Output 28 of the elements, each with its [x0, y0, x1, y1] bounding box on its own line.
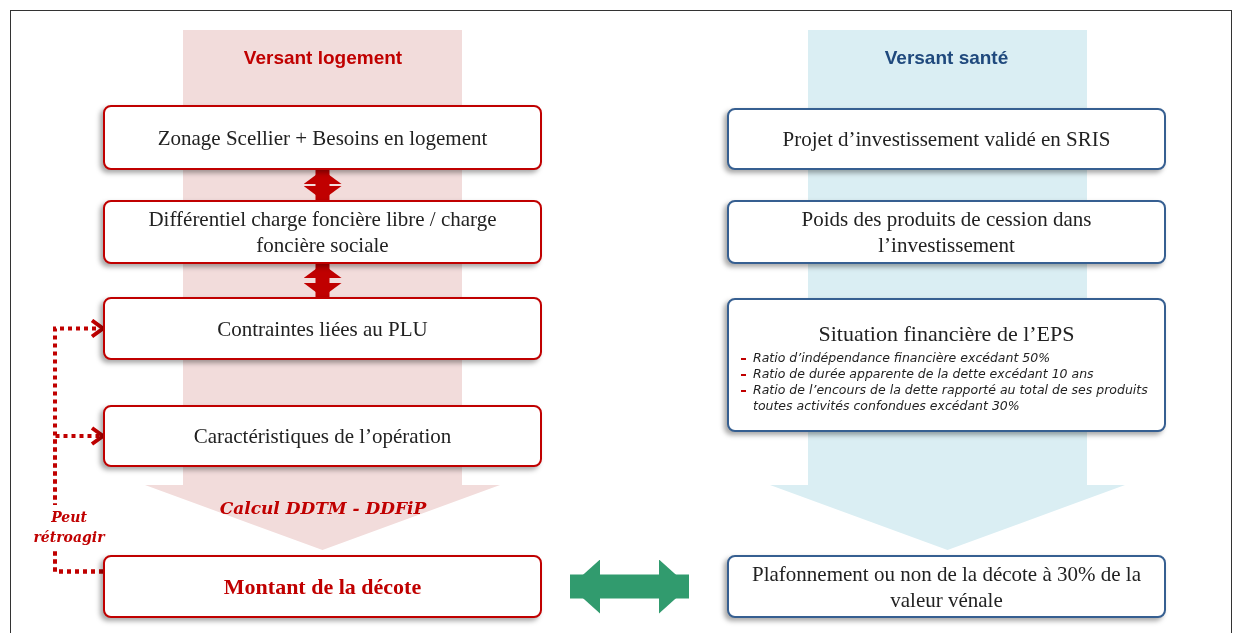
double-arrow	[303, 170, 342, 200]
double-arrow	[303, 264, 342, 297]
box-text: Projet d’investissement validé en SRIS	[781, 126, 1112, 152]
bullet-text: Ratio de durée apparente de la dette excédant 10 ans	[753, 365, 1094, 382]
box-text: Différentiel charge foncière libre / charge foncière sociale	[147, 206, 498, 258]
box-text: Caractéristiques de l’opération	[192, 423, 453, 449]
box-text: Zonage Scellier + Besoins en logement	[156, 124, 489, 151]
step-box	[727, 555, 1166, 618]
step-box	[727, 298, 1166, 432]
column-heading: Versant logement	[242, 46, 404, 70]
step-box	[103, 297, 542, 360]
box-text: Situation financière de l’EPS	[818, 319, 1075, 348]
step-box	[103, 200, 542, 264]
box-text: Montant de la décote	[223, 573, 422, 601]
step-box	[727, 200, 1166, 264]
step-box	[103, 405, 542, 467]
edge-label: Peut rétroagir	[33, 505, 105, 550]
box-text: Plafonnement ou non de la décote à 30% de la valeur vénale	[751, 560, 1142, 613]
step-box	[103, 105, 542, 170]
calculation-note: Calcul DDTM - DDFiP	[218, 497, 428, 520]
result-box	[103, 555, 542, 618]
bullet-text: Ratio d’indépendance financière excédant 50%	[753, 349, 1051, 366]
box-text: Poids des produits de cession dans l’investissement	[800, 206, 1093, 258]
box-text: Contraintes liées au PLU	[216, 315, 429, 342]
bullet-text: Ratio de l’encours de la dette rapporté au total de ses produits toutes activités confondues excédant 30%	[753, 381, 1149, 414]
double-arrow	[570, 559, 689, 614]
column-heading: Versant santé	[883, 46, 1010, 70]
step-box	[727, 108, 1166, 170]
